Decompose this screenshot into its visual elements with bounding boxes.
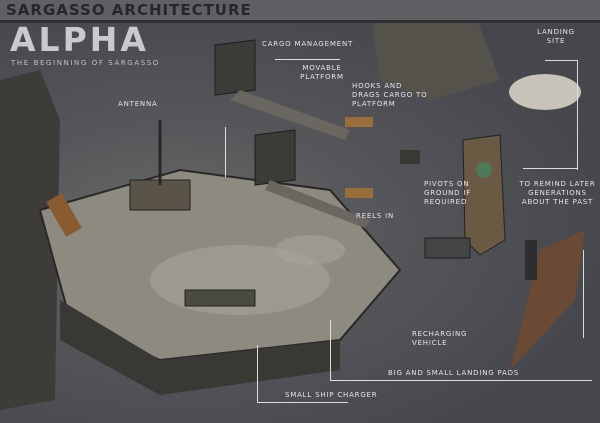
frame-line xyxy=(330,380,592,381)
label-reels-in: REELS IN xyxy=(356,212,394,220)
frame-line xyxy=(257,345,258,402)
frame-line xyxy=(330,320,331,380)
label-ship-charger: SMALL SHIP CHARGER xyxy=(285,391,378,399)
page-title: ALPHA xyxy=(10,20,149,59)
cargo-rail-1 xyxy=(230,90,350,140)
small-ship-charger xyxy=(184,289,256,307)
label-cargo-management: CARGO MANAGEMENT xyxy=(262,40,354,48)
label-movable-platform: MOVABLE PLATFORM xyxy=(300,64,344,81)
label-pivots: PIVOTS ON GROUND IF REQUIRED xyxy=(424,180,472,206)
recharging-vehicle xyxy=(424,237,471,259)
cannon xyxy=(46,193,82,237)
landing-site-structure xyxy=(370,0,500,100)
label-landing-pads: BIG AND SMALL LANDING PADS xyxy=(388,369,520,377)
frame-line xyxy=(545,60,578,61)
figure xyxy=(525,240,537,280)
monument xyxy=(462,134,506,256)
cargo-gate-2 xyxy=(254,129,296,186)
cargo-gate-1 xyxy=(214,39,256,96)
recharging-pylon xyxy=(510,230,585,370)
platform-understructure xyxy=(60,300,340,395)
label-landing-site: LANDING SITE xyxy=(537,28,575,45)
frame-line xyxy=(523,168,578,169)
monument-emblem xyxy=(476,162,492,178)
page-subtitle: THE BEGINNING OF SARGASSO xyxy=(11,59,160,67)
label-hooks: HOOKS AND DRAGS CARGO TO PLATFORM xyxy=(352,82,428,108)
cliff-tower xyxy=(0,70,60,410)
cargo-rail-2 xyxy=(265,180,370,228)
landing-pad-small xyxy=(275,235,345,265)
label-antenna: ANTENNA xyxy=(118,100,158,108)
frame-line xyxy=(275,59,340,60)
cargo-crate-1 xyxy=(345,117,373,127)
pivot-winch xyxy=(400,150,420,164)
frame-line xyxy=(577,60,578,170)
frame-line xyxy=(225,127,226,177)
frame-line xyxy=(257,402,348,403)
label-recharging-vehicle: RECHARGING VEHICLE xyxy=(412,330,468,347)
label-remind: TO REMIND LATER GENERATIONS ABOUT THE PA… xyxy=(519,180,596,206)
landing-site-pad xyxy=(509,74,581,110)
cargo-crate-2 xyxy=(345,188,373,198)
header-band xyxy=(0,0,600,23)
frame-line xyxy=(583,250,584,338)
series-title: SARGASSO ARCHITECTURE xyxy=(6,1,252,19)
